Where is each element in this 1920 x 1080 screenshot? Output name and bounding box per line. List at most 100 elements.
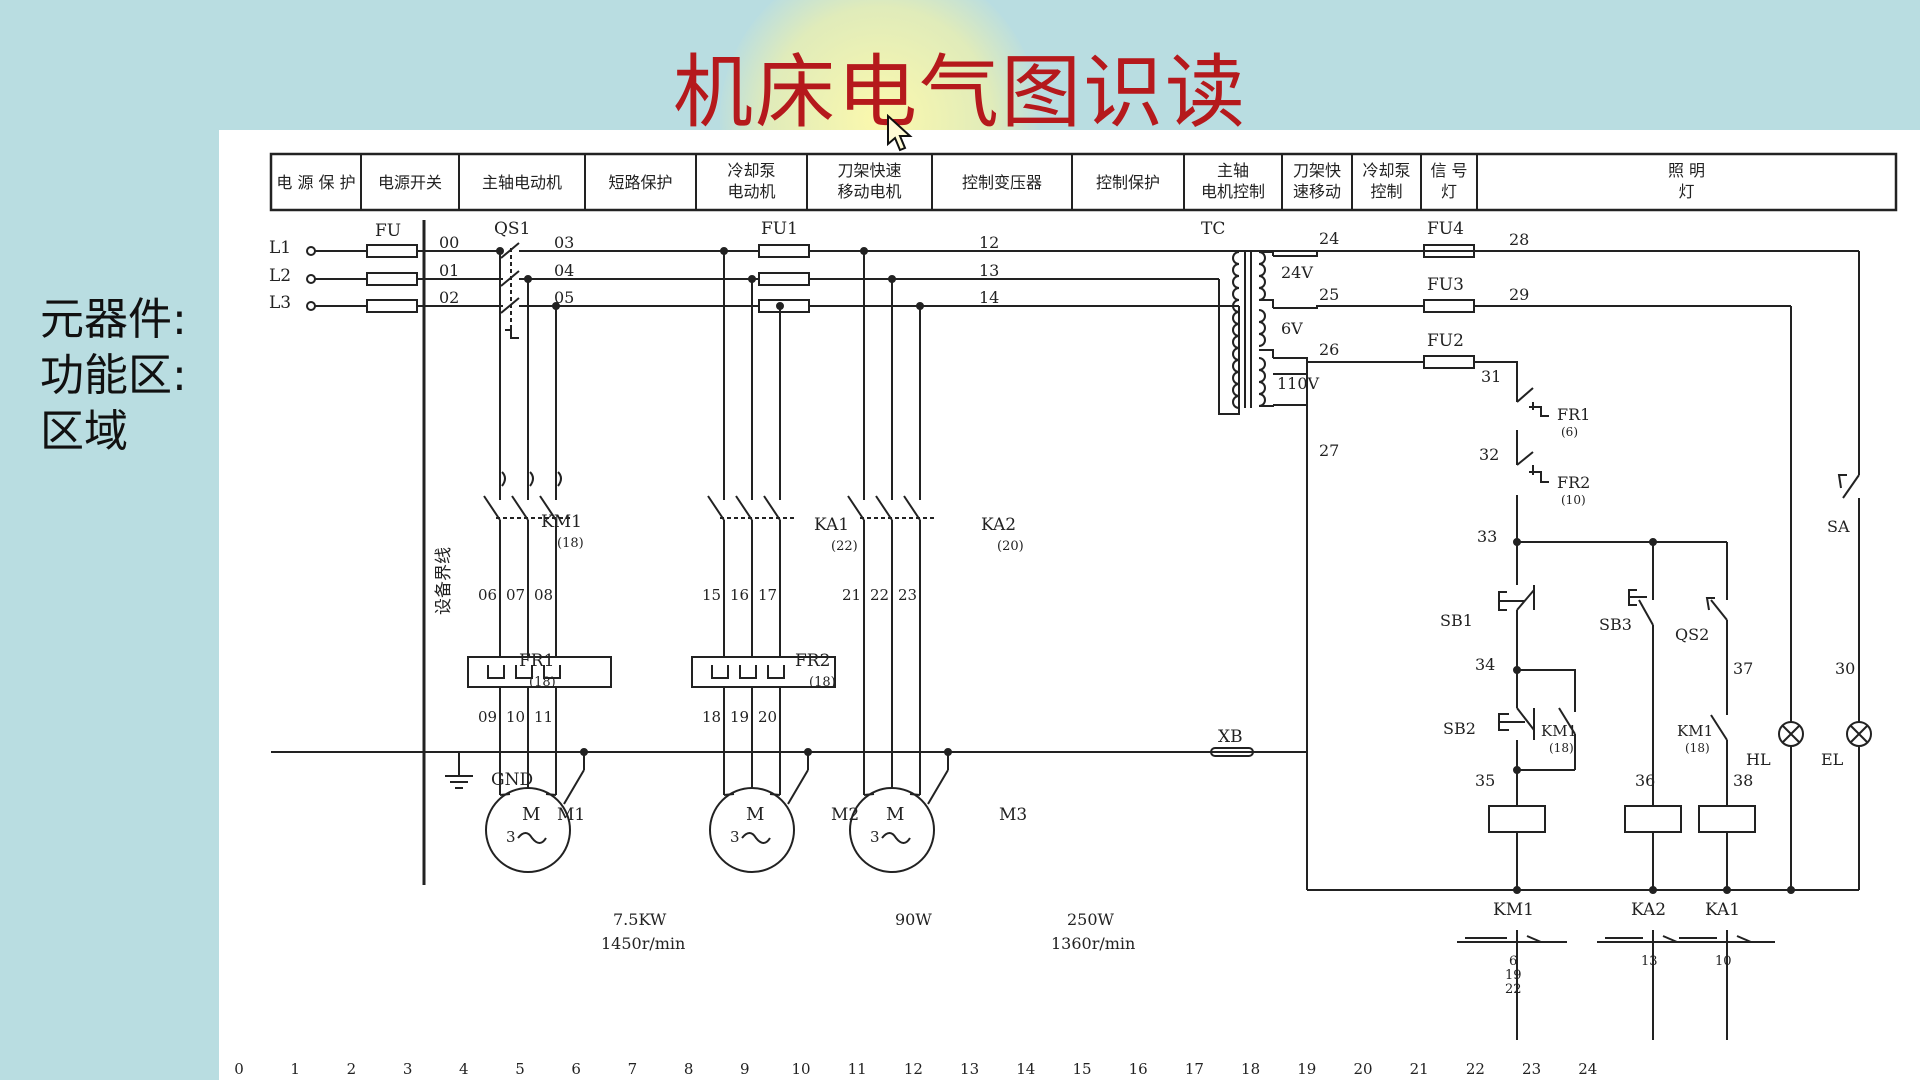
header-cell-9: 刀架快 [1293,161,1341,180]
svg-text:FU2: FU2 [1427,331,1464,351]
mouse-cursor-icon [887,114,913,152]
column-number: 16 [1129,1060,1148,1078]
svg-text:KA2: KA2 [1631,900,1666,920]
svg-text:(10): (10) [1561,493,1586,507]
svg-text:21: 21 [842,586,861,604]
column-number: 11 [848,1060,867,1078]
header-cell-4: 冷却泵 [727,161,775,180]
equipment-boundary-label: 设备界线 [434,547,454,615]
svg-text:FU1: FU1 [761,219,798,239]
svg-text:31: 31 [1481,367,1501,386]
svg-text:(18): (18) [557,536,584,551]
svg-text:05: 05 [554,288,574,307]
svg-text:(22): (22) [831,539,858,554]
svg-text:15: 15 [702,586,721,604]
svg-text:M3: M3 [999,805,1027,825]
svg-text:6: 6 [1509,954,1517,969]
svg-text:QS2: QS2 [1675,625,1709,644]
svg-text:23: 23 [898,586,917,604]
svg-text:250W: 250W [1067,910,1115,929]
column-number: 5 [515,1060,525,1078]
column-number: 15 [1072,1060,1091,1078]
svg-text:FR1: FR1 [1557,405,1590,424]
svg-text:(18): (18) [529,675,556,690]
svg-text:32: 32 [1479,445,1499,464]
svg-text:EL: EL [1821,750,1844,769]
fu1-fuse: FU1 12 13 14 [758,219,999,313]
svg-text:SB1: SB1 [1440,611,1473,630]
svg-text:22: 22 [1505,982,1522,997]
svg-text:04: 04 [554,261,574,280]
svg-text:KM1: KM1 [1493,900,1534,920]
column-number: 14 [1016,1060,1035,1078]
svg-text:KA1: KA1 [1705,900,1740,920]
svg-text:KM1: KM1 [541,512,582,532]
header-cell-1: 电源开关 [378,173,442,192]
column-number: 24 [1578,1060,1597,1078]
control-transformer-tc: TC 24V 6V 110V 24 25 26 27 [1201,219,1369,890]
header-cell-9: 速移动 [1293,182,1341,201]
control-fuses: FU4 28 FU3 29 FU2 31 [1369,219,1859,395]
svg-text:03: 03 [554,233,574,252]
ground-bus: XB [271,727,1307,789]
svg-text:19: 19 [1505,968,1522,983]
column-number: 18 [1241,1060,1260,1078]
svg-text:35: 35 [1475,771,1495,790]
column-number: 20 [1353,1060,1372,1078]
diagram-panel: 电 源 保 护电源开关主轴电动机短路保护冷却泵电动机刀架快速移动电机控制变压器控… [219,130,1920,1080]
column-number: 13 [960,1060,979,1078]
line-label-l2: L2 [269,266,291,286]
column-number: 6 [571,1060,581,1078]
header-cell-8: 电机控制 [1201,182,1265,201]
column-number: 10 [791,1060,810,1078]
header-cell-10: 冷却泵 [1362,161,1410,180]
svg-text:M: M [522,804,540,825]
svg-text:M1: M1 [557,805,585,825]
svg-text:18: 18 [702,708,721,726]
column-number: 4 [459,1060,469,1078]
svg-text:22: 22 [870,586,889,604]
svg-text:3: 3 [506,828,516,846]
svg-text:36: 36 [1635,771,1655,790]
svg-text:19: 19 [730,708,749,726]
svg-text:XB: XB [1218,727,1243,747]
svg-text:07: 07 [506,586,525,604]
svg-text:(18): (18) [1685,741,1710,755]
svg-text:10: 10 [506,708,525,726]
svg-text:37: 37 [1733,659,1753,678]
svg-text:27: 27 [1319,441,1339,460]
header-cell-12: 照 明 [1668,161,1705,180]
svg-text:TC: TC [1201,219,1225,239]
svg-text:FU4: FU4 [1427,219,1464,239]
header-cell-3: 短路保护 [608,173,672,192]
svg-text:KA2: KA2 [981,515,1016,535]
svg-text:24V: 24V [1281,263,1313,282]
column-number: 12 [904,1060,923,1078]
qs1-label: QS1 [494,219,530,239]
svg-text:(20): (20) [997,539,1024,554]
svg-text:14: 14 [979,288,999,307]
svg-text:M2: M2 [831,805,859,825]
power-lines: L1 L2 L3 FU 00 01 02 QS1 03 04 05 [269,219,1859,885]
column-number: 0 [234,1060,244,1078]
svg-text:SB3: SB3 [1599,615,1632,634]
column-number: 19 [1297,1060,1316,1078]
header-cell-2: 主轴电动机 [482,173,562,192]
svg-text:11: 11 [534,708,553,726]
svg-text:12: 12 [979,233,999,252]
svg-text:(18): (18) [809,675,836,690]
svg-text:28: 28 [1509,230,1529,249]
branch-labels: KM1 (18) KA1 (22) KA2 (20) FR1 (18) FR2 … [434,512,1135,953]
svg-text:90W: 90W [895,910,932,929]
control-circuit: FR1 (6) 32 FR2 (10) 33 SB1 34 SB2 KM1 (1… [1307,251,1872,1040]
line-label-l1: L1 [269,238,291,258]
side-notes: 元器件: 功能区: 区域 [40,292,187,460]
svg-text:34: 34 [1475,655,1495,674]
column-number: 7 [628,1060,638,1078]
svg-text:09: 09 [478,708,497,726]
svg-text:13: 13 [979,261,999,280]
column-number: 21 [1410,1060,1429,1078]
header-cell-10: 控制 [1370,182,1402,201]
svg-text:06: 06 [478,586,497,604]
svg-text:08: 08 [534,586,553,604]
